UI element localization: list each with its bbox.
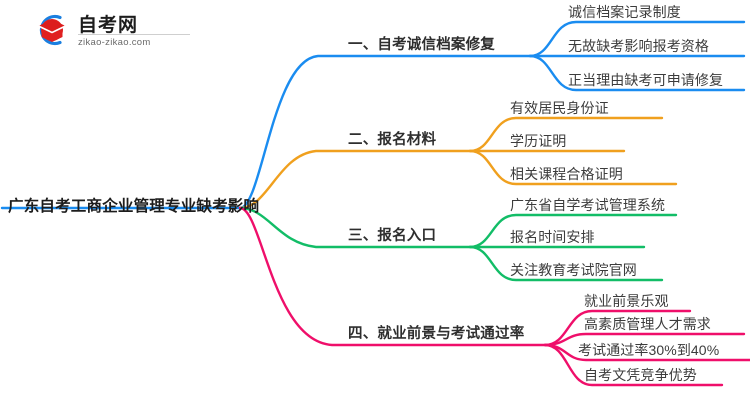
- branch-3-label[interactable]: 三、报名入口: [348, 228, 437, 244]
- logo-wordmark: 自考网 zikao-zikao.com: [78, 10, 190, 50]
- branch-1-child-1-label[interactable]: 诚信档案记录制度: [568, 4, 681, 20]
- branch-4-child-3-label[interactable]: 考试通过率30%到40%: [578, 342, 720, 358]
- branch-2-child-3-label[interactable]: 相关课程合格证明: [510, 166, 623, 182]
- site-logo[interactable]: 自考网 zikao-zikao.com: [30, 8, 190, 52]
- logo-name-cn: 自考网: [78, 15, 139, 36]
- branch-1-connectors: [238, 20, 746, 210]
- root-node-label[interactable]: 广东自考工商企业管理专业缺考影响: [8, 198, 260, 215]
- graduation-cap-icon: [38, 14, 66, 46]
- branch-1-child-2-label[interactable]: 无故缺考影响报考资格: [568, 38, 709, 54]
- branch-3-connectors: [238, 206, 678, 282]
- branch-4-child-4-label[interactable]: 自考文凭竞争优势: [584, 367, 697, 383]
- branch-4-child-2-label[interactable]: 高素质管理人才需求: [584, 316, 711, 332]
- branch-3-child-3-label[interactable]: 关注教育考试院官网: [510, 262, 637, 278]
- branch-4-child-1-label[interactable]: 就业前景乐观: [584, 293, 669, 309]
- logo-url: zikao-zikao.com: [78, 37, 151, 48]
- logo-divider: [78, 34, 190, 35]
- branch-3-child-2-label[interactable]: 报名时间安排: [510, 229, 595, 245]
- branch-3-child-1-label[interactable]: 广东省自学考试管理系统: [510, 197, 666, 213]
- branch-2-child-2-label[interactable]: 学历证明: [510, 133, 567, 149]
- branch-2-label[interactable]: 二、报名材料: [348, 132, 437, 148]
- branch-2-child-1-label[interactable]: 有效居民身份证: [510, 100, 609, 116]
- branch-4-connectors: [238, 206, 750, 387]
- branch-1-child-3-label[interactable]: 正当理由缺考可申请修复: [568, 72, 724, 88]
- branch-2-connectors: [238, 116, 678, 210]
- branch-1-label[interactable]: 一、自考诚信档案修复: [348, 37, 495, 53]
- branch-4-label[interactable]: 四、就业前景与考试通过率: [348, 326, 525, 342]
